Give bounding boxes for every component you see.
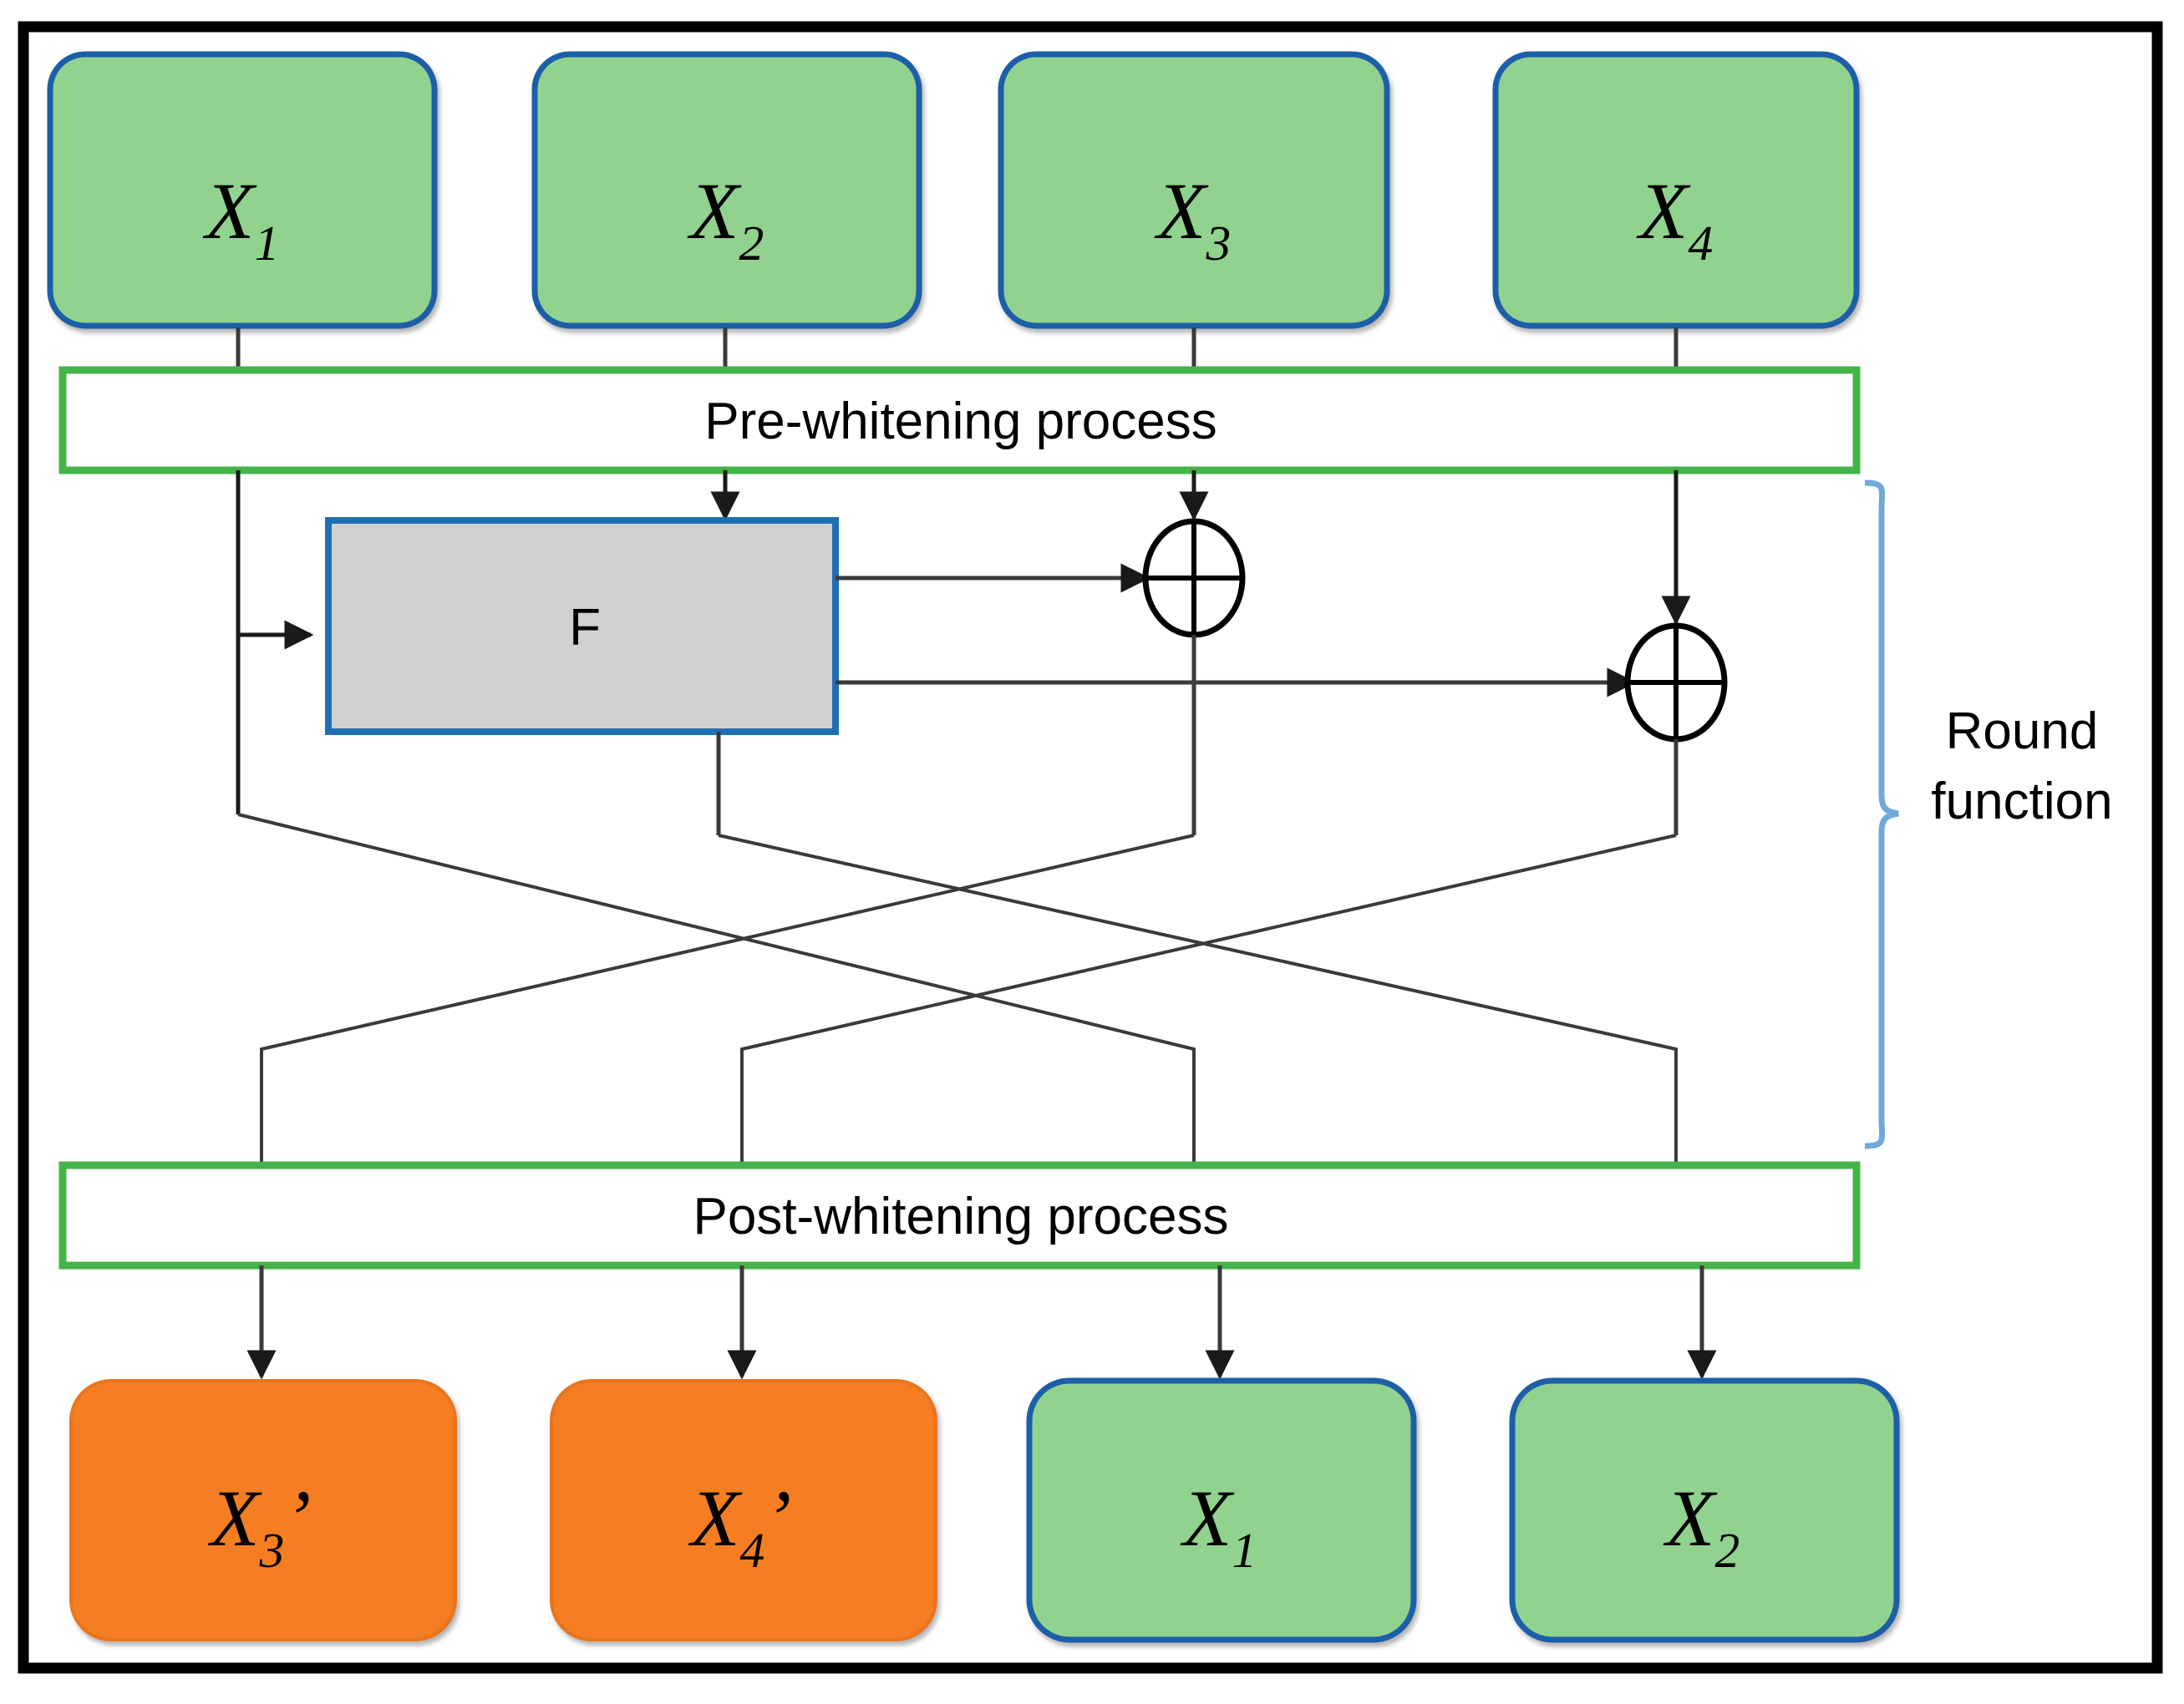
output-block-x3-prime-label: X3’ [207,1473,311,1578]
input-block-x4-label: X4 [1636,166,1713,271]
post-whitening-rect [58,1161,1861,1270]
crossover-path-x1-to-lane3 [237,813,1196,1165]
output-block-x1-rect [1026,1377,1417,1643]
xor-1 [1142,518,1246,638]
round-function-brace: Round function [1864,479,2113,1149]
function-block-f-label: F [569,599,601,657]
connector-f-outputs [716,563,1637,835]
crossover-path-xor1-to-lane1 [260,834,1195,1165]
crossover-path-f-to-lane4 [718,834,1678,1165]
output-block-x1-label: X1 [1180,1473,1257,1578]
round-function-label-line2: function [1931,773,2112,830]
output-block-x1: X1 [1026,1377,1417,1643]
output-block-x4-prime: X4’ [550,1379,937,1641]
pre-whitening-rect [58,366,1861,474]
input-block-x3-rect [998,51,1390,329]
post-whitening-process-bar: Post-whitening process [58,1161,1861,1270]
input-block-x3-label: X3 [1154,166,1231,271]
input-block-x3: X3 [998,51,1390,329]
input-block-x1-rect [47,51,438,329]
output-block-x2-label: X2 [1663,1473,1740,1578]
crossover-network [237,813,1678,1165]
output-block-x2: X2 [1509,1377,1900,1643]
output-block-x3-prime: X3’ [69,1379,457,1641]
input-block-x4-rect [1492,51,1860,329]
connector-inputs-to-prewhitening [236,327,1679,370]
pre-whitening-label: Pre-whitening process [704,393,1216,450]
xor-2 [1624,622,1728,743]
function-block-f: F [325,517,839,735]
output-block-x2-rect [1509,1377,1900,1643]
crossover-path-xor2-to-lane2 [740,834,1677,1165]
connector-postwhitening-to-outputs [246,1265,1717,1380]
output-block-x4-prime-label: X4’ [688,1473,791,1578]
function-block-f-rect [325,517,839,735]
input-block-x2-rect [531,51,922,329]
output-block-x4-prime-rect [550,1379,937,1641]
pre-whitening-process-bar: Pre-whitening process [58,366,1861,474]
input-block-x4: X4 [1492,51,1860,329]
input-block-x1-label: X1 [202,166,279,271]
rail-x1 [236,470,314,814]
input-block-x1: X1 [47,51,438,329]
input-block-x2: X2 [531,51,922,329]
round-function-label-line1: Round [1946,702,2099,760]
round-function-brace-path [1864,479,1899,1149]
output-block-x3-prime-rect [69,1379,457,1641]
input-block-x2-label: X2 [687,166,764,271]
post-whitening-label: Post-whitening process [693,1188,1229,1245]
